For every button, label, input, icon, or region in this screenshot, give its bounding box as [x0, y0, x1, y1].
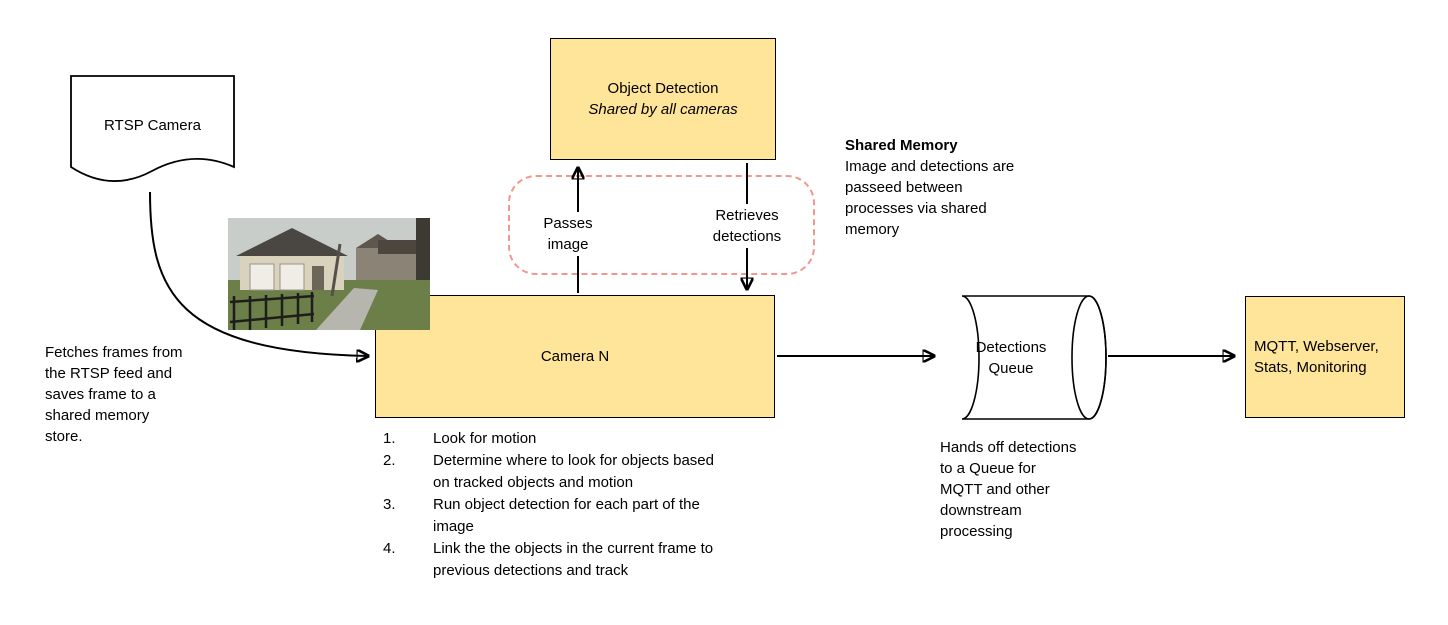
camera-step-text: Link the the objects in the current fram… — [433, 540, 714, 579]
rtsp-camera-node: RTSP Camera — [70, 75, 235, 200]
document-shape — [70, 75, 235, 182]
camera-step-text: Run object detection for each part of th… — [433, 496, 700, 535]
shared-memory-note-body: Image and detections are passeed between… — [845, 158, 1015, 238]
camera-steps-list: Look for motion Determine where to look … — [383, 428, 743, 582]
object-detection-node: Object Detection Shared by all cameras — [550, 38, 776, 160]
detections-queue-node: Detections Queue — [945, 295, 1107, 420]
camera-step-item: Look for motion — [383, 428, 743, 450]
shared-memory-note-title: Shared Memory — [845, 137, 958, 154]
object-detection-title: Object Detection — [607, 80, 719, 97]
camera-step-item: Determine where to look for objects base… — [383, 450, 743, 494]
queue-cylinder-shape — [961, 295, 1107, 420]
mqtt-webserver-label: MQTT, Webserver, Stats, Monitoring — [1254, 338, 1379, 376]
camera-snapshot-image — [228, 218, 430, 330]
camera-n-node: Camera N — [375, 295, 775, 418]
camera-step-text: Look for motion — [433, 430, 537, 447]
camera-step-item: Run object detection for each part of th… — [383, 494, 743, 538]
shared-memory-note: Shared Memory Image and detections are p… — [845, 135, 1057, 240]
camera-n-label: Camera N — [540, 348, 610, 365]
object-detection-subtitle: Shared by all cameras — [588, 101, 738, 118]
fetches-frames-note: Fetches frames from the RTSP feed and sa… — [45, 344, 183, 445]
retrieves-detections-label: Retrieves detections — [705, 204, 789, 248]
mqtt-webserver-node: MQTT, Webserver, Stats, Monitoring — [1245, 296, 1405, 418]
passes-image-label: Passes image — [539, 212, 597, 256]
rtsp-camera-label: RTSP Camera — [104, 116, 201, 134]
snapshot-artwork — [228, 218, 430, 330]
shared-memory-boundary — [508, 175, 815, 275]
detections-queue-label: Detections Queue — [975, 338, 1047, 377]
camera-step-item: Link the the objects in the current fram… — [383, 538, 743, 582]
hands-off-note: Hands off detections to a Queue for MQTT… — [940, 439, 1077, 540]
camera-step-text: Determine where to look for objects base… — [433, 452, 714, 491]
